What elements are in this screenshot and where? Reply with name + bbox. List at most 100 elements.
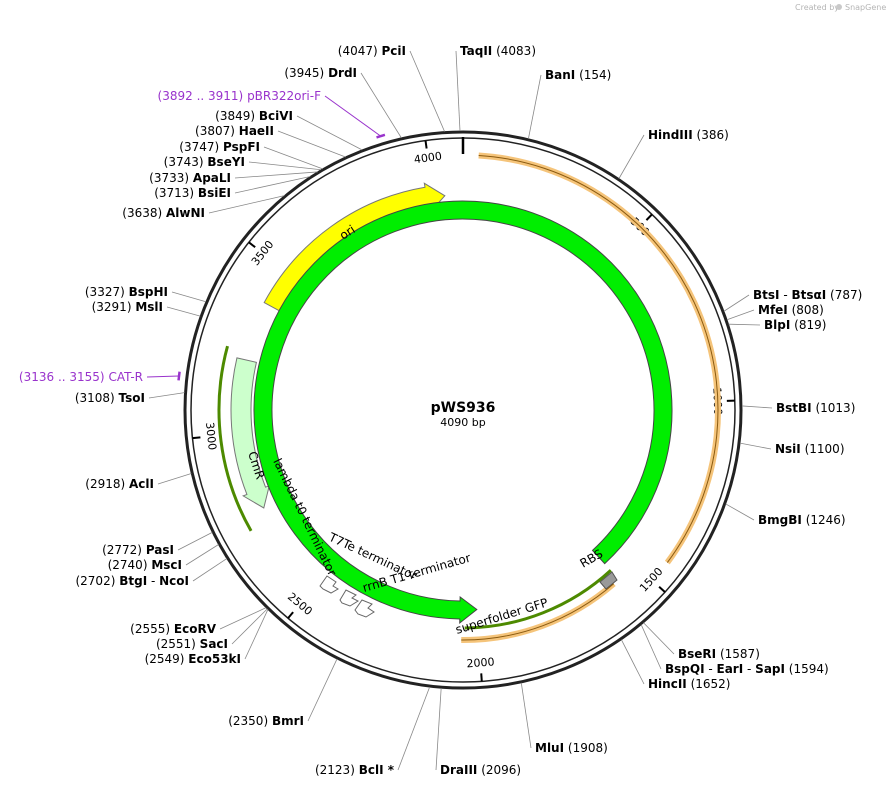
leader-line-mlui (520, 682, 532, 749)
site-label-saci[interactable]: (2551) SacI (156, 637, 228, 651)
created-by-text: Created by (795, 3, 839, 12)
site-label-acli[interactable]: (2918) AclI (85, 477, 154, 491)
leader-line-bseri (643, 622, 675, 655)
tick-label-1500: 1500 (637, 565, 665, 595)
tick-mark-2000 (480, 673, 483, 682)
t7te-terminator-glyph[interactable] (319, 575, 339, 594)
tick-mark-3000 (192, 436, 201, 440)
tick-label-3000: 3000 (203, 422, 219, 451)
site-label-pspfi[interactable]: (3747) PspFI (179, 140, 260, 154)
leader-line-acli (157, 473, 192, 485)
site-label-bmri[interactable]: (2350) BmrI (228, 714, 304, 728)
primer-mark-catr[interactable] (177, 371, 181, 381)
site-label-bseri[interactable]: BseRI (1587) (678, 647, 760, 661)
site-label-drdi[interactable]: (3945) DrdI (284, 66, 357, 80)
tick-label-2500: 2500 (285, 590, 315, 618)
leader-line-eco53ki (244, 609, 269, 660)
leader-line-blpi (728, 323, 761, 326)
site-label-bmgbi[interactable]: BmgBI (1246) (758, 513, 846, 527)
leader-line-bcli (397, 686, 431, 771)
site-label-apali[interactable]: (3733) ApaLI (149, 171, 231, 185)
lambda-t0-terminator-glyph[interactable] (339, 589, 360, 607)
gfp-companion-arc (464, 569, 612, 630)
rrnb-terminator-glyph[interactable] (354, 599, 375, 618)
lambda-terminator-label: lambda t0 terminator (270, 456, 339, 578)
snapgene-logo-icon (836, 4, 842, 10)
site-label-msli[interactable]: (3291) MslI (92, 300, 163, 314)
leader-line-apali (234, 171, 318, 179)
tick-label-3500: 3500 (249, 238, 276, 268)
plasmid-name: pWS936 (431, 400, 496, 416)
site-label-pasi[interactable]: (2772) PasI (102, 543, 174, 557)
site-label-bspqi[interactable]: BspQI - EarI - SapI (1594) (665, 662, 829, 676)
orange-arc-1-core (478, 154, 719, 563)
site-label-layer: (4047) PciI TaqII (4083) BanI (154) HindIII… (19, 44, 862, 777)
leader-line-drdi (360, 72, 402, 139)
leader-line-bmgbi (725, 503, 755, 521)
site-label-hincii[interactable]: HincII (1652) (648, 677, 730, 691)
tick-mark-3500 (248, 241, 256, 249)
site-label-eco53ki[interactable]: (2549) Eco53kI (145, 652, 241, 666)
site-label-bcivi[interactable]: (3849) BciVI (215, 109, 293, 123)
site-label-btsi[interactable]: BtsI - BtsαI (787) (753, 288, 862, 302)
tick-label-4000: 4000 (413, 150, 443, 167)
site-label-btgi[interactable]: (2702) BtgI - NcoI (75, 574, 189, 588)
leader-line-bsphi (171, 291, 206, 303)
brand-text: SnapGene (845, 3, 886, 12)
leader-line-alwni (208, 195, 285, 214)
site-label-draiii[interactable]: DraIII (2096) (440, 763, 521, 777)
leader-line-btgi (192, 558, 228, 582)
site-label-hindiii[interactable]: HindIII (386) (648, 128, 729, 142)
site-label-haeii[interactable]: (3807) HaeII (195, 124, 274, 138)
leader-line-btsi (723, 294, 750, 312)
plasmid-length: 4090 bp (440, 416, 485, 429)
site-label-bseyi[interactable]: (3743) BseYI (164, 155, 245, 169)
leader-line-layer (146, 50, 773, 771)
site-label-bcli[interactable]: (2123) BclI * (315, 763, 395, 777)
leader-line-bcivi (296, 115, 363, 151)
site-label-mfei[interactable]: MfeI (808) (758, 303, 824, 317)
tick-label-2000: 2000 (466, 655, 495, 670)
leader-line-hincii (621, 639, 645, 685)
cmr-feature-arrow[interactable] (230, 357, 270, 509)
leader-line-taqii (455, 50, 461, 132)
gfp-feature-arrow[interactable] (253, 200, 673, 625)
orange-arc-2-core (461, 583, 615, 641)
site-label-bani[interactable]: BanI (154) (545, 68, 611, 82)
backbone-outer-ring (183, 130, 743, 690)
leader-line-ecorv (219, 607, 267, 630)
primer-label-catr[interactable]: (3136 .. 3155) CAT-R (19, 370, 143, 384)
leader-line-hindiii (618, 134, 645, 179)
leader-line-nsii (739, 442, 772, 450)
feature-layer (217, 152, 721, 643)
leader-line-msli (166, 306, 201, 317)
site-label-tsoi[interactable]: (3108) TsoI (75, 391, 145, 405)
site-label-alwni[interactable]: (3638) AlwNI (122, 206, 205, 220)
site-label-bstbi[interactable]: BstBI (1013) (776, 401, 855, 415)
primer-label-pbr322orif[interactable]: (3892 .. 3911) pBR322ori-F (158, 89, 322, 103)
site-label-msci[interactable]: (2740) MscI (108, 558, 182, 572)
leader-line-bstbi (741, 405, 773, 409)
site-label-taqii[interactable]: TaqII (4083) (460, 44, 536, 58)
leader-line-bspqi (640, 624, 662, 670)
site-label-bsiei[interactable]: (3713) BsiEI (154, 186, 231, 200)
leader-line-haeii (277, 130, 346, 158)
primer-mark-pbr322orif[interactable] (376, 133, 386, 139)
site-label-blpi[interactable]: BlpI (819) (764, 318, 826, 332)
tick-mark-1500 (658, 586, 666, 593)
leader-line-draiii (435, 688, 442, 771)
site-label-nsii[interactable]: NsiI (1100) (775, 442, 845, 456)
leader-line-mfei (726, 309, 755, 321)
site-label-pcii[interactable]: (4047) PciI (338, 44, 406, 58)
leader-line-saci (231, 608, 268, 645)
leader-line-pcii (409, 50, 445, 132)
site-label-mlui[interactable]: MluI (1908) (535, 741, 608, 755)
leader-line-tsoi (148, 392, 185, 399)
tick-mark-500 (645, 213, 653, 221)
lambda-terminator-arc[interactable] (217, 345, 253, 532)
site-label-bsphi[interactable]: (3327) BspHI (85, 285, 168, 299)
rbs-feature-block[interactable] (599, 571, 618, 590)
leader-line-bsiei (234, 176, 311, 194)
site-label-ecorv[interactable]: (2555) EcoRV (130, 622, 217, 636)
